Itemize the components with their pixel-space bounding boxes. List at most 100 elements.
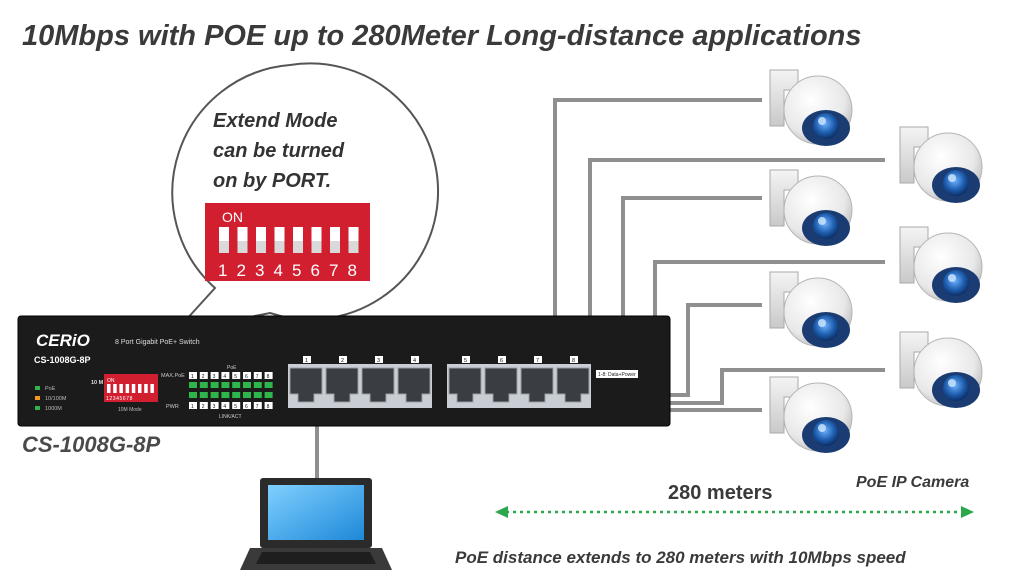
poe-led-number-6: 6 bbox=[245, 374, 248, 380]
port-number-6: 6 bbox=[500, 358, 503, 364]
poe-led-light-7 bbox=[253, 382, 262, 388]
poe-led-light-8 bbox=[264, 382, 273, 388]
poe-led-8 bbox=[264, 372, 273, 379]
link-led-light-3 bbox=[210, 392, 219, 398]
poe-led-light-2 bbox=[199, 382, 208, 388]
link-led-1 bbox=[189, 402, 197, 409]
camera-mount-1 bbox=[769, 69, 799, 127]
camera-lens-6 bbox=[943, 375, 969, 401]
camera-mount-7 bbox=[769, 376, 799, 434]
port-number-box-5 bbox=[462, 356, 470, 363]
link-led-light-7 bbox=[253, 392, 262, 398]
switch-dip-toggle-3 bbox=[119, 384, 123, 393]
port-number-box-2 bbox=[339, 356, 347, 363]
poe-led-light-5 bbox=[232, 382, 241, 388]
link-led-7 bbox=[253, 402, 262, 409]
link-led-2 bbox=[199, 402, 208, 409]
poe-led-light-3 bbox=[210, 382, 219, 388]
dip-toggle-4 bbox=[274, 227, 285, 253]
footer-note: PoE distance extends to 280 meters with … bbox=[455, 548, 906, 567]
camera-lens-3 bbox=[813, 213, 839, 239]
rj45-port-7[interactable] bbox=[520, 367, 554, 403]
cable-camera-6 bbox=[662, 368, 885, 405]
legend-10-100-dot bbox=[35, 396, 40, 400]
distance-arrow bbox=[495, 506, 974, 518]
switch-dip-toggle-5 bbox=[131, 384, 136, 393]
link-led-number-6: 6 bbox=[245, 404, 248, 410]
switch-dip-toggles bbox=[107, 384, 154, 393]
port-number-box-3 bbox=[375, 356, 383, 363]
port-legend-box bbox=[596, 370, 638, 378]
camera-mount-2 bbox=[899, 126, 929, 184]
dip-toggle-8 bbox=[348, 227, 359, 253]
callout-line-2: can be turned bbox=[213, 140, 345, 162]
arrow-head-right bbox=[961, 506, 974, 518]
link-led-number-8: 8 bbox=[267, 404, 270, 410]
switch-dip-toggle-1 bbox=[107, 384, 111, 393]
poe-led-number-1: 1 bbox=[191, 374, 194, 380]
rj45-port-6[interactable] bbox=[484, 367, 518, 403]
legend-poe-label: PoE bbox=[45, 386, 56, 392]
camera-lens-glint-4 bbox=[948, 274, 956, 282]
ptz-camera-7 bbox=[769, 376, 853, 453]
dip-number-4: 4 bbox=[274, 261, 283, 280]
poe-row-label: PoE bbox=[227, 365, 237, 371]
ptz-camera-5 bbox=[769, 271, 853, 348]
switch-dip-toggle-8 bbox=[150, 384, 154, 393]
rj45-port-3[interactable] bbox=[361, 367, 395, 403]
camera-lens-glint-1 bbox=[818, 117, 826, 125]
dip-toggle-knob-7 bbox=[330, 241, 340, 253]
poe-led-number-2: 2 bbox=[202, 374, 205, 380]
dip-number-8: 8 bbox=[348, 261, 357, 280]
rj45-port-2[interactable] bbox=[325, 367, 359, 403]
rj45-port-5[interactable] bbox=[448, 367, 482, 403]
poe-led-number-4: 4 bbox=[223, 374, 226, 380]
dip-toggle-knob-6 bbox=[311, 241, 322, 253]
dip-number-2: 2 bbox=[237, 261, 246, 280]
poe-led-5 bbox=[232, 372, 241, 379]
link-led-light-6 bbox=[243, 392, 251, 398]
ptz-camera-3 bbox=[769, 169, 853, 246]
poe-led-number-5: 5 bbox=[234, 374, 237, 380]
rj45-port-4[interactable] bbox=[397, 367, 431, 403]
cable-camera-3 bbox=[621, 196, 762, 330]
max-poe-label: MAX.PoE bbox=[161, 373, 185, 379]
ptz-camera-4 bbox=[899, 226, 983, 303]
poe-led-3 bbox=[210, 372, 219, 379]
ptz-camera-1 bbox=[769, 69, 853, 146]
link-led-number-3: 3 bbox=[213, 404, 216, 410]
link-led-5 bbox=[232, 402, 241, 409]
link-led-4 bbox=[221, 402, 230, 409]
cable-camera-5 bbox=[662, 303, 762, 397]
poe-led-number-7: 7 bbox=[256, 374, 259, 380]
camera-lens-2 bbox=[943, 170, 969, 196]
legend-1000-label: 1000M bbox=[45, 406, 62, 412]
callout-line-3: on by PORT. bbox=[213, 170, 331, 192]
ip-cameras bbox=[769, 69, 983, 453]
poe-led-light-1 bbox=[189, 382, 197, 388]
extend-mode-callout: Extend Mode can be turned on by PORT. ON… bbox=[171, 62, 440, 334]
link-led-light-8 bbox=[264, 392, 273, 398]
rj45-port-1[interactable] bbox=[289, 367, 323, 403]
legend-1000-dot bbox=[35, 406, 40, 410]
poe-led-1 bbox=[189, 372, 197, 379]
dip-toggle-5 bbox=[293, 227, 303, 253]
camera-mount-4 bbox=[899, 226, 929, 284]
switch-dip-numbers: 12345678 bbox=[106, 396, 133, 402]
callout-line-1: Extend Mode bbox=[213, 110, 337, 132]
legend-poe-dot bbox=[35, 386, 40, 390]
link-led-light-1 bbox=[189, 392, 197, 398]
camera-lens-5 bbox=[813, 315, 839, 341]
link-led-light-5 bbox=[232, 392, 241, 398]
port-number-box-1 bbox=[303, 356, 311, 363]
camera-mount-5 bbox=[769, 271, 799, 329]
rj45-port-8[interactable] bbox=[556, 367, 590, 403]
distance-label: 280 meters bbox=[668, 482, 773, 504]
callout-dip-on-label: ON bbox=[222, 209, 243, 225]
poe-led-4 bbox=[221, 372, 230, 379]
legend-10-100-label: 10/100M bbox=[45, 396, 67, 402]
port-number-box-4 bbox=[411, 356, 419, 363]
camera-lens-glint-7 bbox=[818, 424, 826, 432]
dip-toggle-6 bbox=[311, 227, 322, 253]
